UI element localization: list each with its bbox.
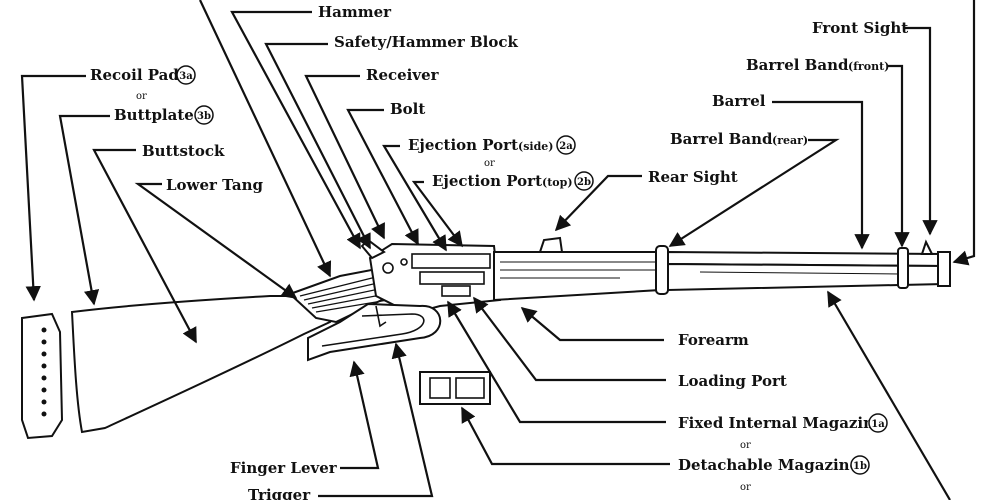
footnote-detachable-magazine: 1b [853, 461, 867, 472]
label-buttplate: Buttplate [114, 106, 194, 124]
label-ejection-port-side-suffix: (side) [518, 140, 553, 153]
label-finger-lever: Finger Lever [230, 459, 338, 477]
finger-lever-drawing [307, 302, 442, 362]
label-ejection-port-top: Ejection Port [432, 172, 542, 190]
label-hammer: Hammer [318, 3, 392, 21]
label-barrel: Barrel [712, 92, 766, 110]
label-barrel-band-rear: Barrel Band [670, 130, 773, 148]
or-recoil: or [136, 91, 147, 102]
rear-barrel-band-drawing [655, 245, 669, 295]
label-fixed-internal-magazine: Fixed Internal Magazine [678, 414, 884, 432]
label-forearm: Forearm [678, 331, 749, 349]
footnote-recoil-pad: 3a [179, 71, 193, 82]
labels: Hammer Safety/Hammer Block Receiver Bolt… [90, 3, 908, 500]
label-trigger: Trigger [248, 486, 311, 500]
detachable-magazine-drawing [419, 371, 491, 405]
label-barrel-band-front: Barrel Band [746, 56, 849, 74]
forearm-drawing [493, 251, 661, 302]
label-ejection-port-top-suffix: (top) [542, 176, 573, 189]
receiver-drawing [368, 242, 502, 314]
label-buttstock: Buttstock [142, 142, 225, 160]
label-detachable-magazine: Detachable Magazine [678, 456, 859, 474]
trigger-drawing [375, 305, 387, 328]
recoil-pad-drawing [21, 312, 64, 440]
muzzle-drawing [937, 251, 951, 287]
rear-sight-drawing [538, 236, 564, 253]
footnote-buttplate: 3b [197, 111, 211, 122]
front-barrel-band-drawing [897, 247, 909, 289]
footnote-ejection-top: 2b [577, 177, 591, 188]
footnote-fixed-magazine: 1a [871, 419, 885, 430]
label-ejection-port-side: Ejection Port [408, 136, 518, 154]
leader-lines [20, 0, 976, 500]
front-sight-drawing [920, 239, 934, 255]
label-lower-tang: Lower Tang [166, 176, 263, 194]
label-loading-port: Loading Port [678, 372, 787, 390]
or-ejection: or [484, 158, 495, 169]
footnote-ejection-side: 2a [559, 141, 573, 152]
or-magazine-1: or [740, 440, 751, 451]
label-receiver: Receiver [366, 66, 440, 84]
buttstock-drawing [70, 295, 332, 434]
label-bolt: Bolt [390, 100, 425, 118]
label-rear-sight: Rear Sight [648, 168, 738, 186]
label-barrel-band-front-suffix: (front) [848, 60, 889, 73]
rifle-illustration [21, 236, 951, 440]
label-front-sight: Front Sight [812, 19, 908, 37]
label-barrel-band-rear-suffix: (rear) [772, 134, 808, 147]
wrist-checkering [299, 275, 389, 313]
label-safety-hammer-block: Safety/Hammer Block [334, 33, 518, 51]
or-magazine-2: or [740, 482, 751, 493]
label-recoil-pad: Recoil Pad [90, 66, 179, 84]
